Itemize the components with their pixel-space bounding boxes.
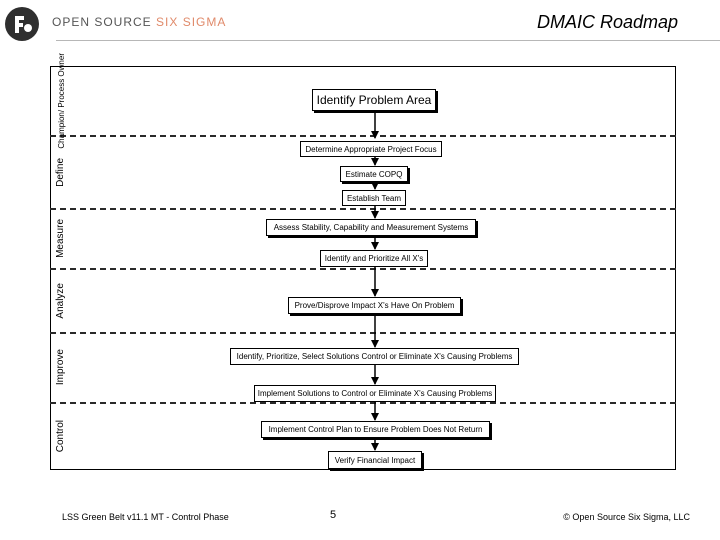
brand-name-accent: SIX SIGMA [156,15,227,29]
step-establish-team: Establish Team [342,190,406,206]
step-estimate-copq: Estimate COPQ [340,166,408,182]
step-implement-solutions: Implement Solutions to Control or Elimin… [254,385,496,402]
step-assess-stability: Assess Stability, Capability and Measure… [266,219,476,236]
step-prove-disprove-xs: Prove/Disprove Impact X's Have On Proble… [288,297,461,314]
brand-name: OPEN SOURCE SIX SIGMA [52,15,226,29]
step-determine-project-focus: Determine Appropriate Project Focus [300,141,442,157]
page-number: 5 [330,509,337,521]
lane-label-control: Control [55,420,66,453]
brand-logo-icon [5,7,39,41]
step-select-solutions: Identify, Prioritize, Select Solutions C… [230,348,519,365]
lane-divider-define-measure [50,208,676,210]
step-identify-problem-area: Identify Problem Area [312,89,436,111]
footer-copyright: © Open Source Six Sigma, LLC [563,512,690,522]
lane-label-define: Define [55,157,66,187]
lane-label-improve: Improve [55,349,66,386]
step-prioritize-xs: Identify and Prioritize All X's [320,250,428,267]
lane-divider-improve-control [50,402,676,404]
brand-name-main: OPEN SOURCE [52,15,157,29]
lane-label-measure: Measure [55,219,66,258]
lane-label-champion: Champion/ Process Owner [56,53,66,149]
lane-label-analyze: Analyze [55,282,66,319]
lane-divider-measure-analyze [50,268,676,270]
step-implement-control-plan: Implement Control Plan to Ensure Problem… [261,421,490,438]
header-divider [56,40,720,41]
lane-divider-analyze-improve [50,332,676,334]
lane-divider-champion-define [50,135,676,137]
footer-course-label: LSS Green Belt v11.1 MT - Control Phase [62,512,229,522]
step-verify-financial-impact: Verify Financial Impact [328,451,422,469]
slide-title: DMAIC Roadmap [536,12,678,32]
